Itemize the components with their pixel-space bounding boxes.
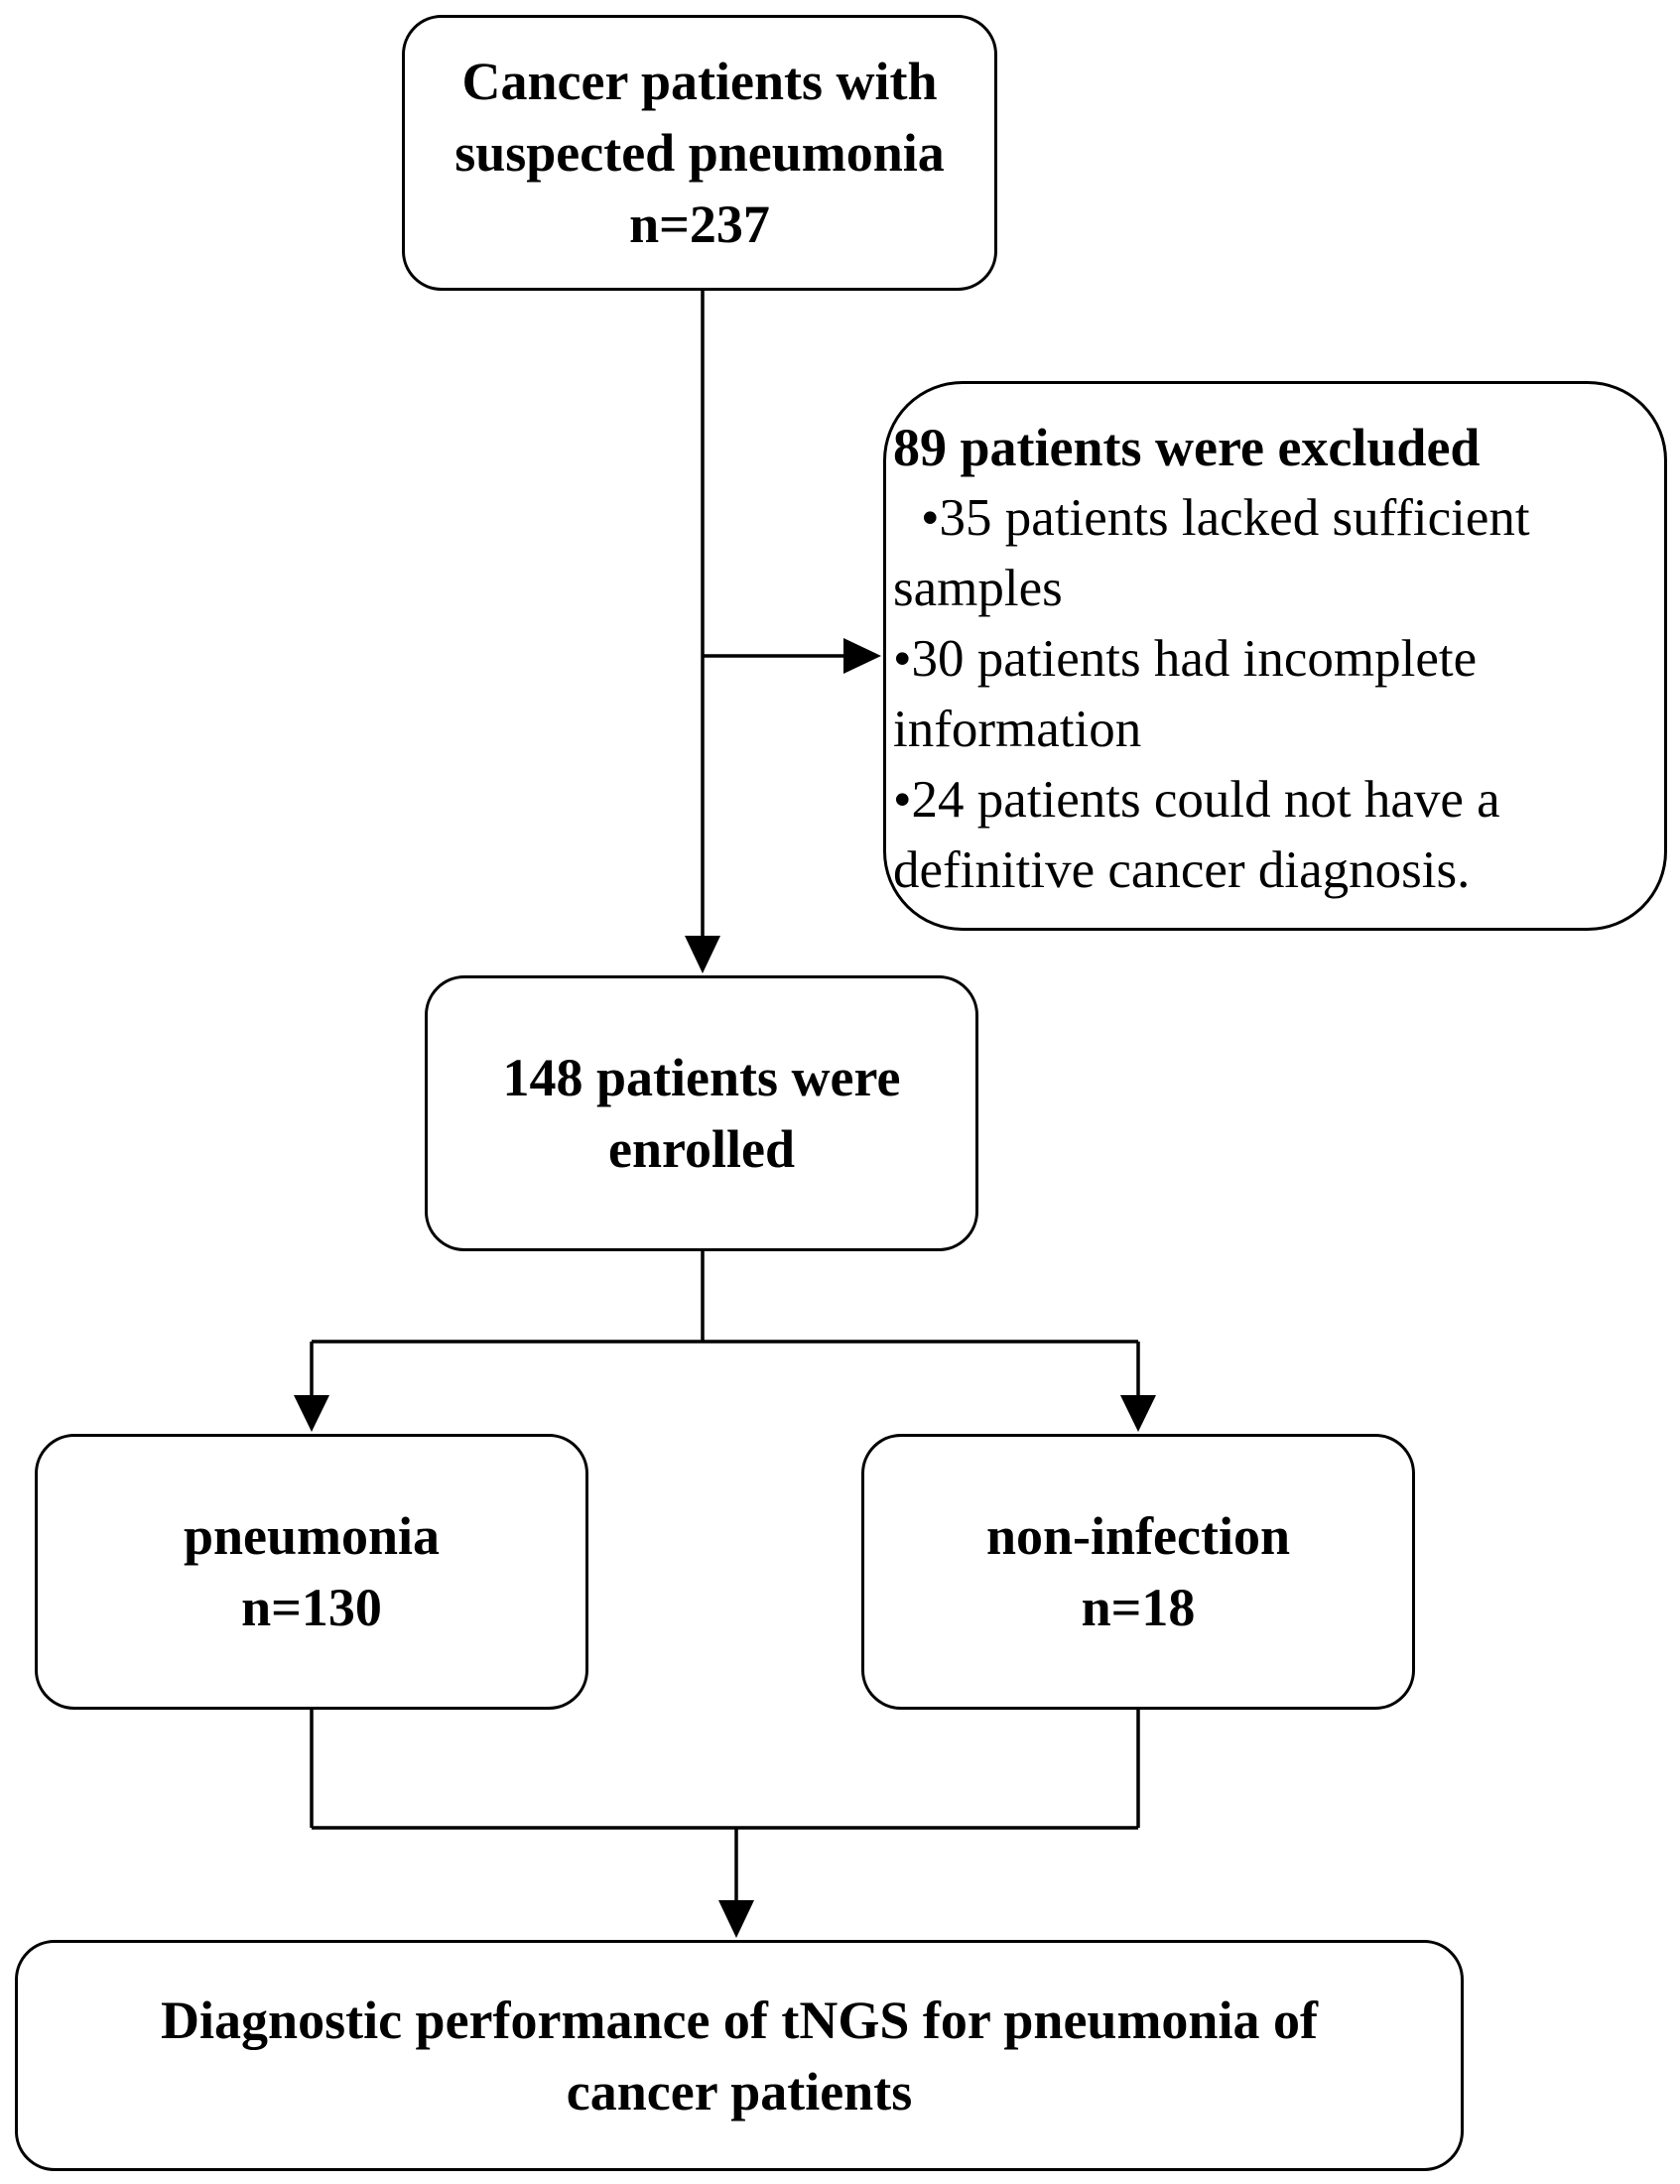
excluded-item1-line1: •35 patients lacked sufficient: [921, 489, 1530, 547]
excluded-item3-line1: •24 patients could not have a: [893, 771, 1500, 829]
enrolled-box-line1: 148 patients were: [502, 1048, 901, 1107]
final-box: Diagnostic performance of tNGS for pneum…: [15, 1940, 1464, 2171]
enrolled-box: 148 patients were enrolled: [425, 975, 978, 1251]
start-box: Cancer patients with suspected pneumonia…: [402, 15, 997, 291]
pneumonia-box: pneumonia n=130: [35, 1434, 588, 1710]
arrowhead-to-excluded: [843, 638, 881, 674]
noninfection-box-label: non-infection: [985, 1506, 1291, 1566]
excluded-item2-line2: information: [893, 701, 1142, 758]
arrowhead-to-final: [718, 1900, 754, 1938]
start-box-count: n=237: [629, 194, 770, 254]
excluded-item3-line2: definitive cancer diagnosis.: [893, 841, 1471, 899]
arrowhead-to-noninfection: [1120, 1395, 1156, 1432]
excluded-box: 89 patients were excluded •35 patients l…: [883, 381, 1667, 931]
start-box-line2: suspected pneumonia: [454, 123, 945, 183]
pneumonia-box-label: pneumonia: [183, 1506, 441, 1566]
enrolled-box-line2: enrolled: [608, 1119, 795, 1179]
pneumonia-box-count: n=130: [241, 1578, 382, 1637]
arrowhead-to-pneumonia: [294, 1395, 329, 1432]
noninfection-box: non-infection n=18: [861, 1434, 1415, 1710]
excluded-box-title: 89 patients were excluded: [893, 418, 1481, 477]
start-box-line1: Cancer patients with: [461, 52, 938, 111]
arrowhead-to-enrolled: [685, 936, 720, 973]
noninfection-box-count: n=18: [1081, 1578, 1196, 1637]
excluded-item2-line1: •30 patients had incomplete: [893, 630, 1478, 688]
excluded-item1-line2: samples: [893, 560, 1063, 617]
final-box-line1: Diagnostic performance of tNGS for pneum…: [161, 1990, 1318, 2050]
final-box-line2: cancer patients: [566, 2061, 913, 2121]
